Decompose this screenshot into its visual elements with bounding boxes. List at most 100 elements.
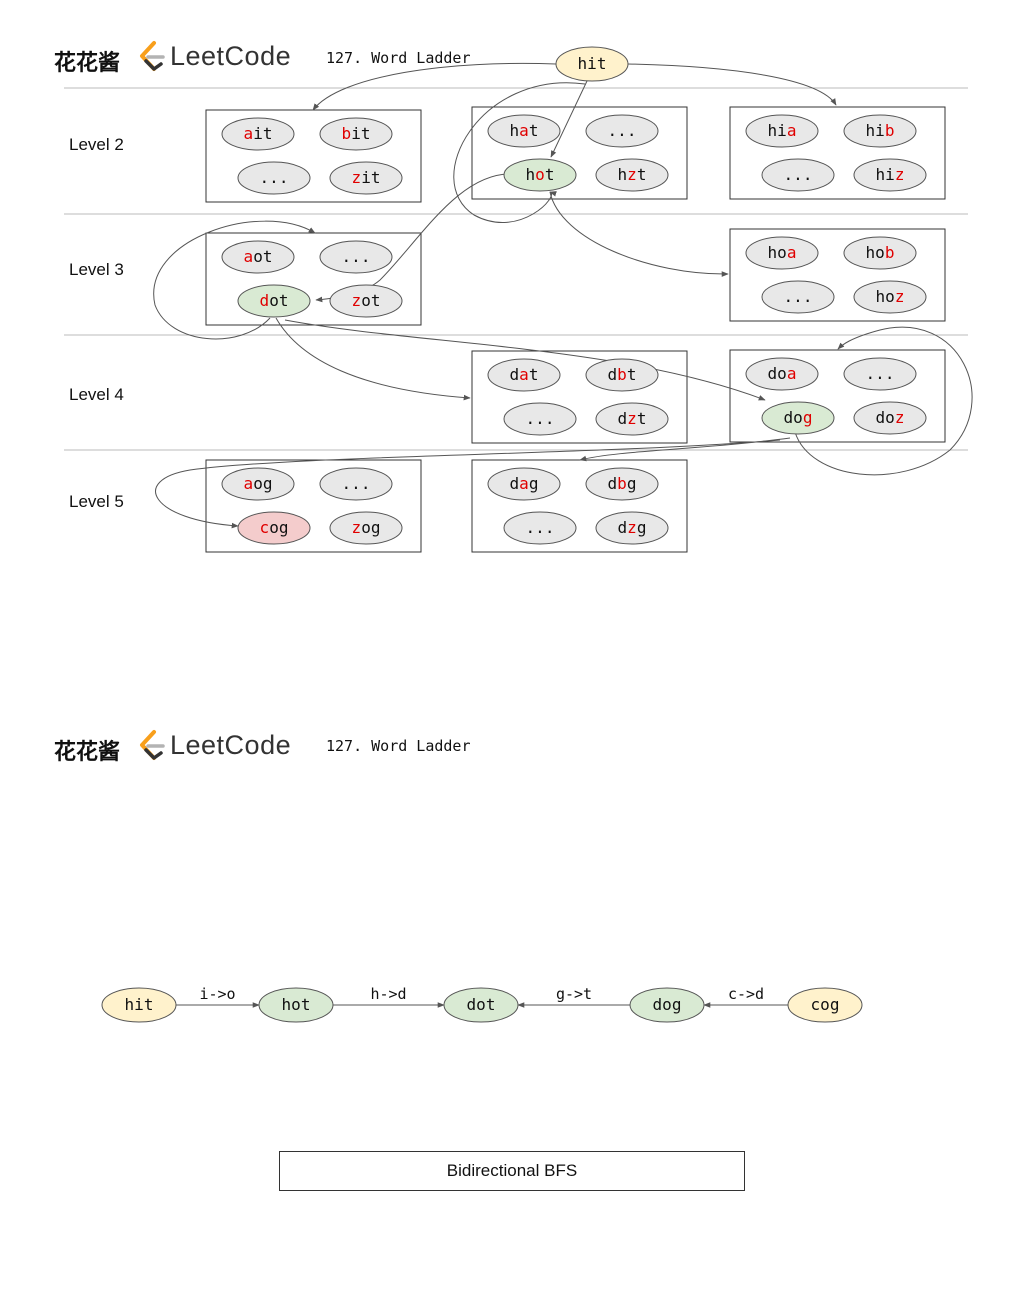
word-node: ... — [237, 161, 311, 195]
word-node-label: bit — [342, 124, 371, 143]
word-node-shape — [503, 158, 577, 192]
transform-label: c->d — [728, 985, 764, 1003]
chain-node: dot — [443, 987, 519, 1023]
word-part: h — [526, 165, 536, 184]
word-part: it — [253, 124, 272, 143]
word-part: b — [885, 243, 895, 262]
word-node-label: dzt — [618, 409, 647, 428]
word-part: ot — [361, 291, 380, 310]
word-part: h — [618, 165, 628, 184]
word-part: do — [784, 408, 803, 427]
word-node: ... — [319, 467, 393, 501]
word-node-label: hoz — [876, 287, 905, 306]
chain-node-label: hit — [125, 995, 154, 1014]
word-part: t — [637, 409, 647, 428]
word-part: a — [244, 124, 254, 143]
word-part: z — [627, 165, 637, 184]
problem-title: 127. Word Ladder — [326, 49, 471, 67]
word-part: a — [519, 121, 529, 140]
word-node-shape — [595, 158, 669, 192]
word-node: zog — [329, 511, 403, 545]
word-part: ot — [253, 247, 272, 266]
word-part: g — [803, 408, 813, 427]
word-node: hia — [745, 114, 819, 148]
word-part: hi — [876, 165, 895, 184]
bidirectional-bfs-caption: Bidirectional BFS — [279, 1151, 745, 1191]
chain-node-shape — [258, 987, 334, 1023]
chain-node-shape — [101, 987, 177, 1023]
word-node-label: dog — [784, 408, 813, 427]
word-part: hit — [578, 54, 607, 73]
word-node-shape — [503, 511, 577, 545]
word-node: hoa — [745, 236, 819, 270]
leetcode-wordmark: LeetCode — [170, 730, 292, 760]
word-node-label: ... — [784, 287, 813, 306]
word-part: ... — [526, 518, 555, 537]
word-node-label: dbt — [608, 365, 637, 384]
word-node: ait — [221, 117, 295, 151]
word-part: og — [269, 518, 288, 537]
word-part: ... — [526, 409, 555, 428]
word-part: b — [617, 365, 627, 384]
word-part: z — [627, 409, 637, 428]
word-part: a — [244, 247, 254, 266]
word-node-label: ... — [526, 518, 555, 537]
word-part: z — [895, 165, 905, 184]
word-part: d — [510, 365, 520, 384]
word-node-label: dot — [260, 291, 289, 310]
word-node-label: dag — [510, 474, 539, 493]
word-part: z — [352, 168, 362, 187]
word-part: d — [618, 409, 628, 428]
word-node-shape — [595, 402, 669, 436]
word-part: ho — [768, 243, 787, 262]
word-node-label: hia — [768, 121, 797, 140]
word-part: a — [244, 474, 254, 493]
word-node: doa — [745, 357, 819, 391]
word-node: hoz — [853, 280, 927, 314]
word-part: b — [885, 121, 895, 140]
word-node-shape — [745, 357, 819, 391]
word-node-label: aog — [244, 474, 273, 493]
word-node-shape — [745, 236, 819, 270]
word-node: ... — [761, 280, 835, 314]
word-part: d — [608, 474, 618, 493]
word-part: ho — [876, 287, 895, 306]
author-name: 花花酱 — [54, 740, 121, 765]
word-part: b — [342, 124, 352, 143]
word-node-shape — [319, 117, 393, 151]
word-node: dzt — [595, 402, 669, 436]
chain-node: hit — [101, 987, 177, 1023]
word-node-label: ... — [784, 165, 813, 184]
word-node: hot — [503, 158, 577, 192]
word-node-label: hob — [866, 243, 895, 262]
word-node-shape — [585, 467, 659, 501]
transform-label: h->d — [370, 985, 406, 1003]
word-part: a — [519, 474, 529, 493]
word-node-shape — [745, 114, 819, 148]
bfs-edge — [794, 326, 973, 476]
word-node-shape — [487, 358, 561, 392]
level-label: Level 3 — [69, 260, 124, 279]
word-node-shape — [237, 161, 311, 195]
word-part: og — [253, 474, 272, 493]
word-part: d — [618, 518, 628, 537]
word-part: ... — [784, 165, 813, 184]
word-node-label: ait — [244, 124, 273, 143]
word-node-label: cog — [260, 518, 289, 537]
bfs-edge — [153, 220, 316, 340]
chain-node-label: dot — [467, 995, 496, 1014]
bfs-edge — [453, 82, 586, 223]
word-node-label: doa — [768, 364, 797, 383]
word-part: g — [637, 518, 647, 537]
chain-node-shape — [787, 987, 863, 1023]
word-part: t — [529, 121, 539, 140]
word-node: cog — [237, 511, 311, 545]
word-part: z — [352, 291, 362, 310]
word-part: do — [876, 408, 895, 427]
word-node-label: hib — [866, 121, 895, 140]
problem-title: 127. Word Ladder — [326, 737, 471, 755]
word-part: do — [768, 364, 787, 383]
